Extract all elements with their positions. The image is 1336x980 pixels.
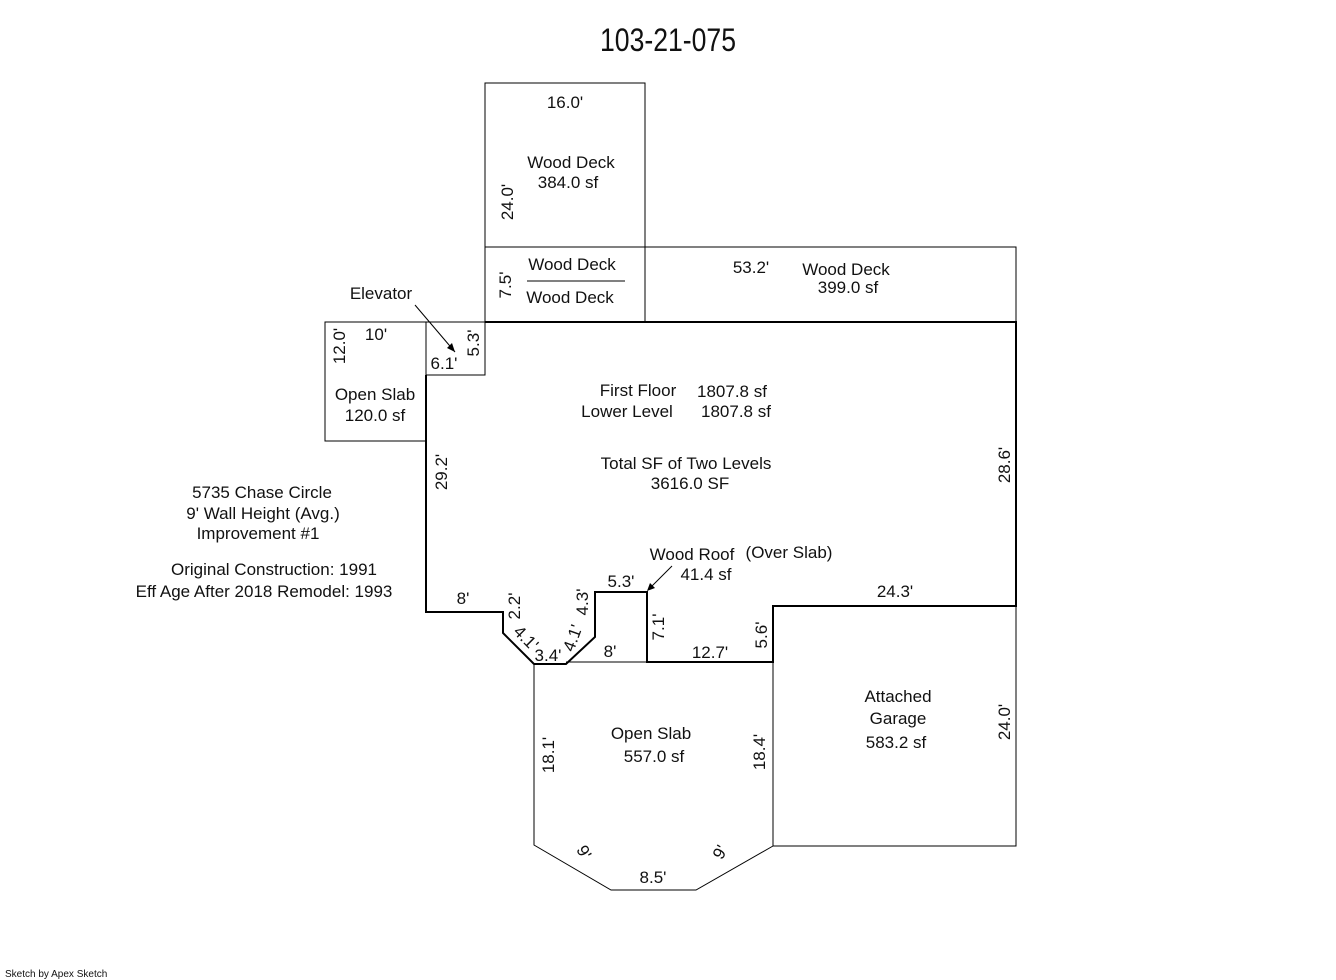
area-labels: Wood Deck 384.0 sf Wood Deck Wood Deck W… <box>335 153 932 766</box>
dim-house-left: 29.2' <box>432 454 451 490</box>
dim-roof-width: 5.3' <box>608 572 635 591</box>
dim-deck-top-height: 24.0' <box>498 184 517 220</box>
open-slab-large-outline <box>533 664 774 891</box>
dim-roof-height: 7.1' <box>649 614 668 641</box>
eff-age: Eff Age After 2018 Remodel: 1993 <box>136 582 393 601</box>
open-slab-large-label: Open Slab <box>611 724 691 743</box>
garage-sf: 583.2 sf <box>866 733 927 752</box>
dim-garage-top: 24.3' <box>877 582 913 601</box>
house-outline <box>425 321 1017 665</box>
total-sf-value: 3616.0 SF <box>651 474 729 493</box>
dim-house-bottom-mid: 12.7' <box>692 643 728 662</box>
wood-roof-note: (Over Slab) <box>746 543 833 562</box>
open-slab-small-label: Open Slab <box>335 385 415 404</box>
elevator-label: Elevator <box>350 284 413 303</box>
deck-top-label: Wood Deck <box>527 153 615 172</box>
sketch-title: 103-21-075 <box>600 22 736 58</box>
dim-slab-large-right: 18.4' <box>750 734 769 770</box>
property-info: 5735 Chase Circle 9' Wall Height (Avg.) … <box>136 483 393 601</box>
deck-top-sf: 384.0 sf <box>538 173 599 192</box>
plan-outlines <box>324 82 1017 891</box>
deck-stair-upper-label: Wood Deck <box>528 255 616 274</box>
first-floor-label: First Floor <box>600 381 677 400</box>
dim-garage-right: 24.0' <box>995 704 1014 740</box>
garage-outline <box>772 606 1017 847</box>
deck-stair-lower-label: Wood Deck <box>526 288 614 307</box>
elevator-leader-line <box>414 304 456 353</box>
deck-right-sf: 399.0 sf <box>818 278 879 297</box>
dim-elevator-height: 5.3' <box>464 330 483 357</box>
total-sf-label: Total SF of Two Levels <box>601 454 772 473</box>
original-construction: Original Construction: 1991 <box>171 560 377 579</box>
dim-slab-small-width: 10' <box>365 325 387 344</box>
dimension-labels: 16.0' 24.0' 7.5' 53.2' 10' 12.0' 6.1' 5.… <box>330 93 1014 887</box>
dim-bay-bottom: 3.4' <box>535 646 562 665</box>
dim-slab-small-height: 12.0' <box>330 328 349 364</box>
first-floor-sf: 1807.8 sf <box>697 382 767 401</box>
improvement: Improvement #1 <box>197 524 320 543</box>
address: 5735 Chase Circle <box>192 483 332 502</box>
dim-slab-large-left: 18.1' <box>539 737 558 773</box>
dim-house-bottom-left: 8' <box>457 589 470 608</box>
garage-label-line1: Attached <box>864 687 931 706</box>
deck-right-label: Wood Deck <box>802 260 890 279</box>
dim-slab-diag-left: 9' <box>572 842 595 863</box>
dim-garage-step: 5.6' <box>752 622 771 649</box>
dim-bay-vertical-right: 4.3' <box>573 589 592 616</box>
garage-label-line2: Garage <box>870 709 927 728</box>
dim-roof-bottom: 8' <box>604 642 617 661</box>
lower-level-sf: 1807.8 sf <box>701 402 771 421</box>
dim-bay-vertical-left: 2.2' <box>505 593 524 620</box>
wood-deck-right-outline <box>645 246 1017 322</box>
dim-deck-top-width: 16.0' <box>547 93 583 112</box>
dim-elevator-width: 6.1' <box>431 354 458 373</box>
open-slab-large-sf: 557.0 sf <box>624 747 685 766</box>
wood-roof-label: Wood Roof <box>650 545 735 564</box>
dim-slab-bottom: 8.5' <box>640 868 667 887</box>
wood-roof-leader-arrowhead <box>647 583 655 591</box>
dim-house-right: 28.6' <box>995 447 1014 483</box>
elevator-outline <box>425 321 486 376</box>
elevator-leader-arrowhead <box>447 343 455 352</box>
lower-level-label: Lower Level <box>581 402 673 421</box>
wall-height: 9' Wall Height (Avg.) <box>186 504 339 523</box>
dim-deck-stair-height: 7.5' <box>496 272 515 299</box>
dim-deck-right-width: 53.2' <box>733 258 769 277</box>
wood-roof-sf: 41.4 sf <box>680 565 731 584</box>
dim-slab-diag-right: 9' <box>709 842 732 863</box>
open-slab-small-sf: 120.0 sf <box>345 406 406 425</box>
footer-credit: Sketch by Apex Sketch <box>5 969 107 980</box>
